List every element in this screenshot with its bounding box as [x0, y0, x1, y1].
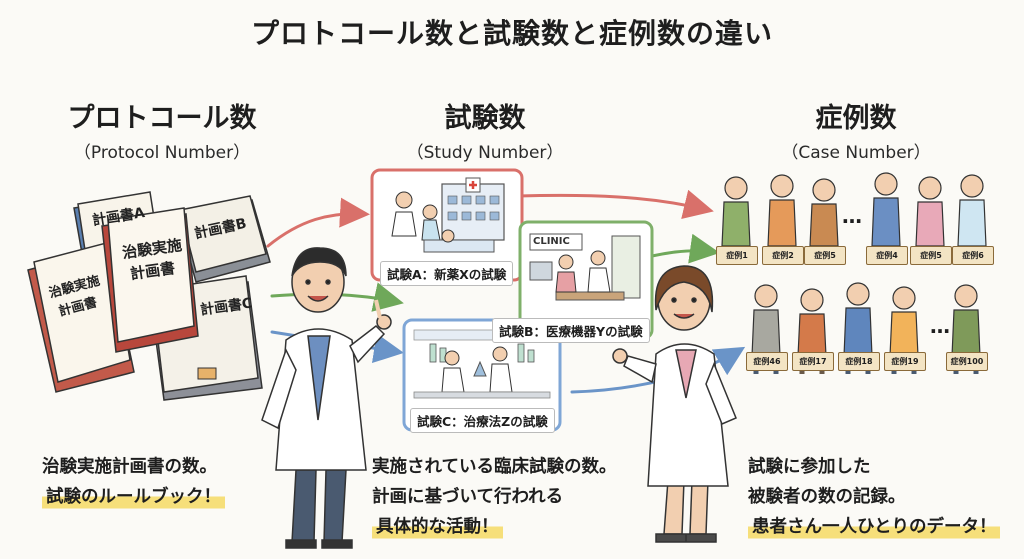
- study-desc-line1: 実施されている臨床試験の数。: [372, 457, 617, 477]
- protocol-heading: プロトコール数: [67, 103, 257, 134]
- case-tag: 症例1: [716, 246, 758, 265]
- case-tag: 症例2: [762, 246, 804, 265]
- ellipsis-row2: …: [930, 314, 952, 338]
- study-b-frame: [518, 220, 654, 340]
- case-tag: 症例100: [946, 352, 988, 371]
- case-tag: 症例6: [952, 246, 994, 265]
- study-subheading: （Study Number）: [406, 143, 564, 163]
- case-tag: 症例19: [884, 352, 926, 371]
- case-people-row2: [751, 282, 981, 374]
- study-desc-line2: 計画に基づいて行われる: [372, 487, 564, 507]
- study-a-label: 試験A：新薬Xの試験: [380, 261, 514, 286]
- ellipsis-row1: …: [842, 204, 864, 228]
- case-tag: 症例18: [838, 352, 880, 371]
- study-c-label: 試験C：治療法Zの試験: [410, 408, 555, 433]
- study-description: 実施されている臨床試験の数。 計画に基づいて行われる 具体的な活動！: [372, 452, 616, 542]
- case-tag: 症例17: [792, 352, 834, 371]
- protocol-desc-line1: 治験実施計画書の数。: [42, 457, 217, 477]
- protocol-description: 治験実施計画書の数。 試験のルールブック！: [42, 452, 225, 512]
- protocol-desc-highlight: 試験のルールブック！: [42, 482, 225, 512]
- case-tag: 症例5: [804, 246, 846, 265]
- study-a-frame: [370, 168, 524, 282]
- case-tag: 症例5: [910, 246, 952, 265]
- protocol-books: [27, 191, 271, 401]
- book-back-left: [27, 241, 135, 393]
- study-b-label: 試験B：医療機器Yの試験: [492, 318, 650, 343]
- page-title: プロトコール数と試験数と症例数の違い: [250, 17, 773, 50]
- study-desc-highlight: 具体的な活動！: [372, 512, 503, 542]
- case-heading: 症例数: [815, 103, 897, 134]
- female-doctor: [612, 265, 737, 543]
- case-desc-line1: 試験に参加した: [748, 457, 871, 477]
- male-doctor: [261, 247, 392, 549]
- case-desc-line2: 被験者の数の記録。: [748, 487, 906, 507]
- case-desc-highlight: 患者さん一人ひとりのデータ！: [748, 512, 1001, 542]
- book-main: [101, 207, 199, 353]
- case-subheading: （Case Number）: [781, 143, 931, 163]
- case-tag: 症例4: [866, 246, 908, 265]
- study-heading: 試験数: [444, 103, 526, 134]
- book-b: [177, 195, 271, 283]
- protocol-subheading: （Protocol Number）: [73, 143, 251, 163]
- case-tag: 症例46: [746, 352, 788, 371]
- clinic-sign: CLINIC: [533, 236, 570, 247]
- case-description: 試験に参加した 被験者の数の記録。 患者さん一人ひとりのデータ！: [748, 452, 1001, 542]
